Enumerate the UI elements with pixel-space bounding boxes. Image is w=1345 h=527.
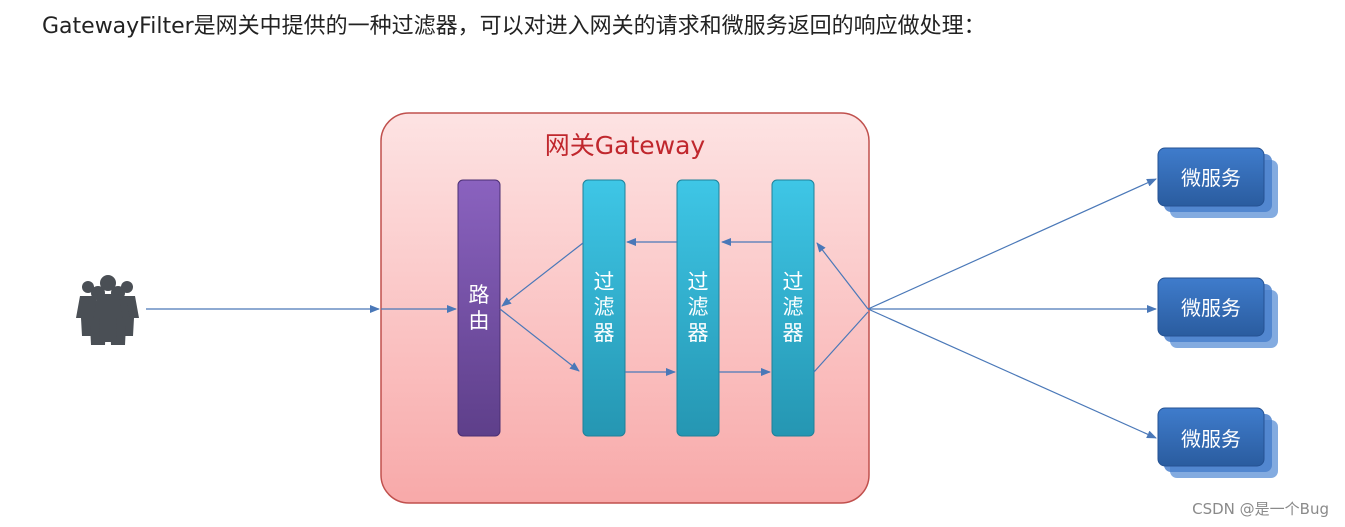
router-label-1: 路 [469, 283, 490, 307]
filter-block-1: 过 滤 器 [582, 179, 626, 437]
people-group-icon [76, 275, 139, 345]
arrow-filter1-to-router [501, 242, 584, 307]
filter-block-3: 过 滤 器 [771, 179, 815, 437]
router-label-2: 由 [469, 309, 490, 333]
filter-label: 过 [688, 270, 709, 294]
service-stack-1: 微服务 [1157, 147, 1278, 218]
filter-label: 器 [594, 321, 615, 345]
arrow-hub-to-service3 [867, 308, 1157, 439]
filter-label: 器 [783, 321, 804, 345]
filter-label: 过 [783, 270, 804, 294]
arrow-router-to-filter1 [499, 308, 580, 372]
filter-label: 过 [594, 270, 615, 294]
filter-block-2: 过 滤 器 [676, 179, 720, 437]
service-label: 微服务 [1181, 427, 1241, 451]
filter-label: 滤 [594, 295, 615, 319]
service-label: 微服务 [1181, 166, 1241, 190]
filter-label: 器 [688, 321, 709, 345]
filter-label: 滤 [688, 295, 709, 319]
arrow-hub-to-service1 [867, 178, 1157, 310]
arrow-hub-to-filter3 [816, 242, 869, 310]
filter-label: 滤 [783, 295, 804, 319]
service-stack-3: 微服务 [1157, 407, 1278, 478]
router-block: 路 由 [457, 179, 501, 437]
gateway-title: 网关Gateway [545, 131, 706, 160]
arrow-filter3-to-hub [813, 311, 869, 373]
caption-text: GatewayFilter是网关中提供的一种过滤器，可以对进入网关的请求和微服务… [42, 14, 986, 39]
flow-arrows [146, 178, 1157, 439]
service-stack-2: 微服务 [1157, 277, 1278, 348]
service-label: 微服务 [1181, 296, 1241, 320]
watermark: CSDN @是一个Bug [1192, 500, 1329, 518]
